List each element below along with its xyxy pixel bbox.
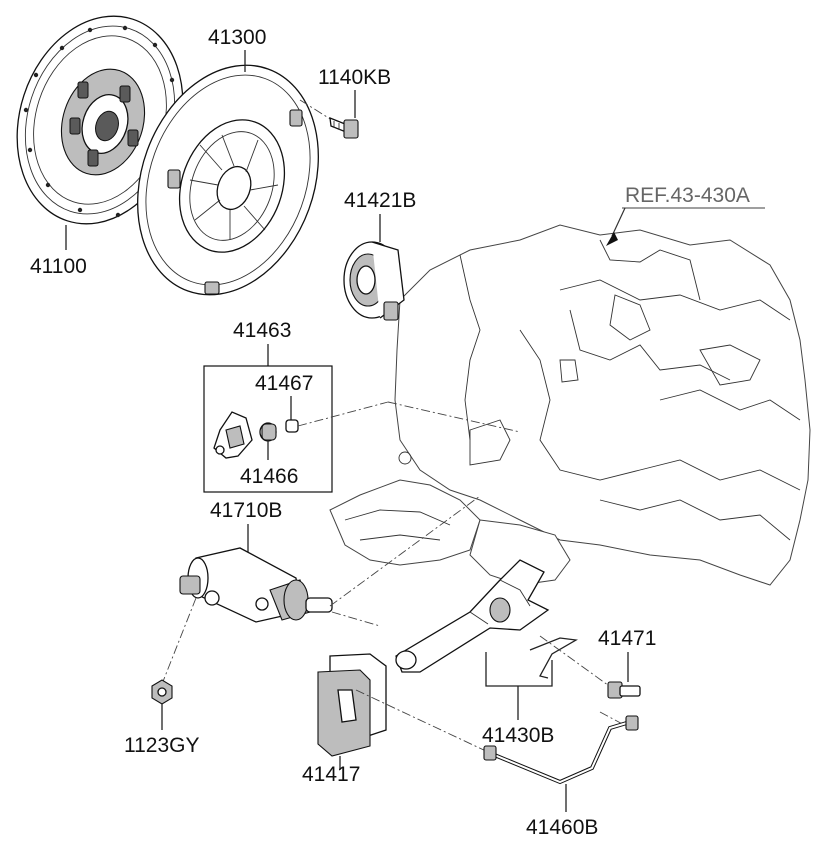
label-41466: 41466 (240, 465, 298, 488)
pivot-bolt-41471 (607, 681, 641, 699)
label-1123GY: 1123GY (124, 734, 200, 757)
release-fork-41430B (395, 559, 550, 673)
nut-1123GY (151, 679, 173, 705)
label-41100: 41100 (30, 255, 87, 278)
label-41463: 41463 (233, 319, 291, 342)
bushing-41466 (259, 422, 277, 442)
label-41471: 41471 (598, 627, 656, 650)
pin-41467 (285, 419, 299, 433)
release-bearing-41421B (343, 241, 405, 321)
bracket-41463 (213, 411, 253, 459)
clutch-hose-41460B (483, 715, 639, 785)
fork-spring-clip (529, 637, 578, 679)
label-41460B: 41460B (526, 816, 598, 839)
release-cylinder-41710B (179, 547, 333, 623)
dust-boot-41417 (317, 653, 387, 757)
bolt-1140KB (329, 116, 359, 139)
label-41417: 41417 (302, 763, 360, 786)
ref-43-430A: REF.43-430A (625, 184, 750, 207)
group-box-41463 (203, 365, 333, 493)
label-41430B: 41430B (482, 724, 554, 747)
label-41300: 41300 (208, 26, 266, 49)
transmission-housing (329, 224, 811, 586)
leader-bolt (299, 99, 336, 123)
label-41467: 41467 (255, 372, 313, 395)
pressure-plate-41300 (137, 64, 319, 296)
label-41710B: 41710B (210, 499, 282, 522)
label-1140KB: 1140KB (318, 66, 391, 89)
label-41421B: 41421B (344, 189, 416, 212)
